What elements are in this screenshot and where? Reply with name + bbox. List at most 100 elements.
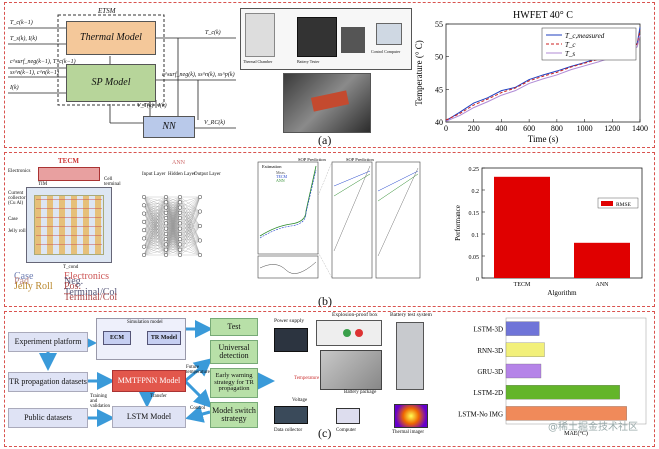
ann-link [165, 244, 181, 256]
ann-link [143, 223, 167, 256]
ann-link [179, 196, 201, 245]
thermal-model-box: Thermal Model [66, 21, 156, 55]
ann-link [179, 211, 201, 213]
ann-link [179, 233, 201, 241]
x-tick-label: 800 [551, 124, 563, 133]
y-tick-label: 0.1 [472, 233, 480, 239]
test-box: Test [210, 318, 258, 336]
legend-tecm: TECM [276, 174, 288, 179]
y-tick-label: 40 [435, 118, 443, 127]
ann-link [165, 196, 181, 240]
x-tick-label: 0 [444, 124, 448, 133]
ann-link [179, 207, 201, 256]
ann-link [165, 196, 181, 219]
ann-link [143, 202, 167, 247]
etsm-label: ETSM [98, 7, 116, 15]
ann-link [143, 213, 167, 224]
legend-label-1: T_c [565, 41, 576, 49]
temperature-label: Temperature [294, 376, 320, 381]
ann-link [165, 196, 181, 245]
ann-link [143, 205, 167, 208]
legend-case: Case [14, 271, 34, 282]
panel-a [4, 2, 655, 148]
ann-link [143, 249, 167, 256]
ann-link [165, 196, 181, 208]
y-tick-label: 0.2 [472, 189, 480, 195]
ann-link [143, 229, 167, 235]
data-collector-label: Data collector [274, 428, 303, 433]
ann-node [163, 200, 169, 205]
ann-link [143, 212, 167, 247]
y-tick-label: LSTM-3D [473, 326, 503, 334]
x-tick-label: ANN [596, 282, 610, 288]
ann-link [165, 202, 181, 256]
ecm-box: ECM [103, 331, 131, 345]
ann-link [143, 196, 167, 222]
ann-schematic [141, 194, 203, 258]
ann-link [143, 196, 167, 234]
ann-link [165, 196, 181, 203]
ann-node [177, 205, 183, 210]
voltage-label: Voltage [292, 398, 308, 403]
ann-link [179, 196, 201, 256]
chart-title: HWFET 40° C [513, 10, 573, 21]
ann-link [143, 217, 167, 247]
ann-node [163, 194, 169, 200]
battery-package-label: Battery package [344, 390, 377, 395]
ann-link [143, 196, 167, 239]
mmtfpnn-model-box: MMTFPNN Model [112, 370, 186, 392]
tecm-title: TECM [58, 157, 79, 165]
ann-link [179, 196, 201, 229]
ann-link [165, 249, 181, 256]
ann-node [177, 237, 183, 242]
legend-label: RMSE [616, 202, 632, 208]
ann-node [163, 205, 169, 210]
equipment-setup-image: Thermal Chamber Battery Tester Control C… [240, 8, 412, 70]
ann-node [177, 194, 183, 200]
ann-link [143, 196, 167, 208]
ann-link [179, 223, 201, 227]
ann-link [179, 218, 201, 256]
tecm-schematic: TECM Electronics TIM Cell terminal Curre… [8, 157, 128, 303]
legend-pos-terminal: Pos. Terminal/Col [64, 281, 118, 303]
bar-tecm [494, 176, 550, 278]
ann-link [179, 196, 201, 240]
sp-model-box: SP Model [66, 64, 156, 102]
ann-node [163, 221, 169, 226]
ann-link [143, 205, 167, 219]
ann-link [179, 225, 201, 235]
early-warning-box: Early warning strategy for TR propagatio… [210, 368, 258, 398]
ann-link [143, 196, 167, 247]
y-tick-label: 50 [435, 53, 443, 62]
ann-node [141, 228, 147, 233]
ann-link [179, 225, 201, 240]
ann-node [177, 210, 183, 215]
ann-node [177, 231, 183, 236]
ann-node [141, 244, 147, 249]
universal-detection-box: Universal detection [210, 340, 258, 364]
output-vt-label: V_T(k) [137, 103, 154, 109]
ann-link [143, 223, 167, 247]
control-label: Control [190, 406, 206, 411]
estimation-prediction-plots: Estimation SOP Prediction SOP Prediction… [257, 157, 421, 279]
watermark: @稀土掘金技术社区 [548, 422, 638, 433]
ann-link [179, 225, 201, 256]
ann-link [143, 213, 167, 235]
ann-link [143, 228, 167, 247]
x-tick-label: 600 [523, 124, 535, 133]
legend-box [597, 197, 639, 209]
y-axis-label: Temperature (° C) [414, 40, 424, 105]
x-tick-label: 1200 [604, 124, 620, 133]
panel-b-caption: (b) [318, 294, 332, 308]
ann-link [179, 228, 201, 256]
legend-meas: Meas. [276, 170, 286, 175]
ann-link [179, 211, 201, 240]
transfer-label: Transfer [150, 394, 167, 399]
ann-link [143, 202, 167, 256]
ann-node [197, 194, 203, 200]
x-tick-label: TECM [514, 282, 531, 288]
ann-link [165, 196, 181, 224]
ann-link [179, 211, 201, 224]
